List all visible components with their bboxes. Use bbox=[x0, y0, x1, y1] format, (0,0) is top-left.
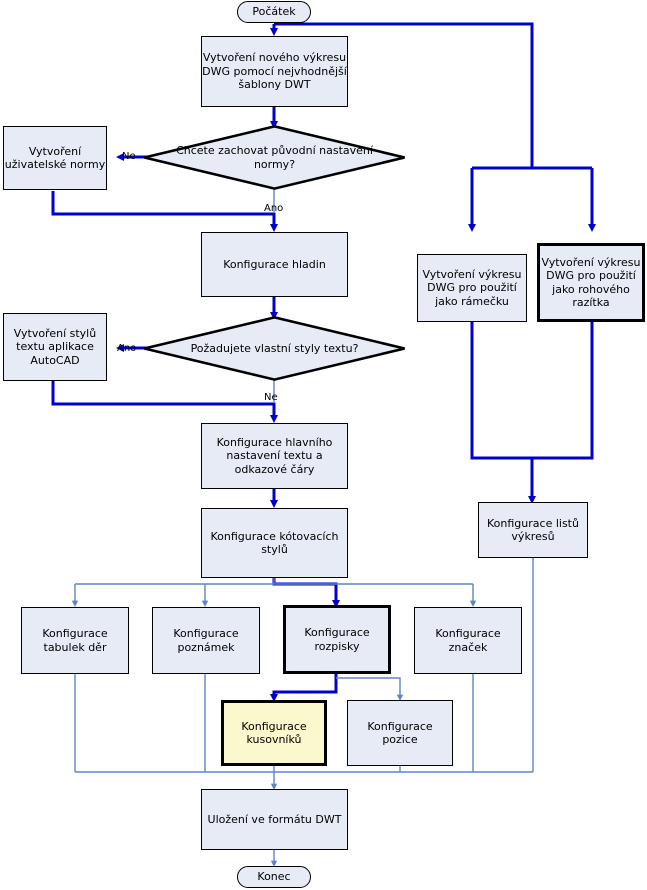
node-balloons-label: Konfigurace pozice bbox=[367, 719, 433, 747]
node-dim-styles-label: Konfigurace kótovacích stylů bbox=[210, 529, 339, 557]
node-autocad-text-styles[interactable]: Vytvoření stylů textu aplikace AutoCAD bbox=[3, 313, 107, 381]
node-sheets[interactable]: Konfigurace listů výkresů bbox=[478, 502, 588, 558]
node-create-dwg[interactable]: Vytvoření nového výkresu DWG pomocí nejv… bbox=[201, 36, 348, 107]
node-symbols-label: Konfigurace značek bbox=[435, 627, 501, 654]
node-decision-text-styles-label: Požadujete vlastní styly textu? bbox=[190, 341, 359, 355]
edge-label-text-no: Ne bbox=[264, 392, 278, 403]
node-balloons[interactable]: Konfigurace pozice bbox=[347, 700, 453, 766]
node-symbols[interactable]: Konfigurace značek bbox=[414, 607, 522, 674]
node-end[interactable]: Konec bbox=[237, 866, 311, 888]
edge-label-text-yes: Ano bbox=[117, 343, 137, 354]
node-frame-dwg[interactable]: Vytvoření výkresu DWG pro použití jako r… bbox=[417, 254, 527, 322]
node-main-text-label: Konfigurace hlavního nastavení textu a o… bbox=[216, 435, 333, 476]
node-layers[interactable]: Konfigurace hladin bbox=[201, 232, 348, 297]
node-autocad-text-styles-label: Vytvoření stylů textu aplikace AutoCAD bbox=[13, 326, 97, 367]
node-user-norms-label: Vytvoření uživatelské normy bbox=[4, 144, 106, 172]
node-end-label: Konec bbox=[257, 870, 291, 884]
node-frame-dwg-label: Vytvoření výkresu DWG pro použití jako r… bbox=[422, 267, 522, 308]
node-stamp-dwg-label: Vytvoření výkresu DWG pro použití jako r… bbox=[541, 255, 641, 310]
node-decision-norms[interactable]: Chcete zachovat původní nastavení normy? bbox=[143, 125, 406, 190]
node-save-dwt[interactable]: Uložení ve formátu DWT bbox=[201, 789, 348, 850]
edge-label-norms-yes: Ano bbox=[264, 203, 284, 214]
node-sheets-label: Konfigurace listů výkresů bbox=[487, 516, 579, 544]
node-hole-tables-label: Konfigurace tabulek děr bbox=[42, 627, 108, 654]
node-dim-styles[interactable]: Konfigurace kótovacích stylů bbox=[201, 508, 348, 578]
node-create-dwg-label: Vytvoření nového výkresu DWG pomocí nejv… bbox=[202, 51, 347, 92]
node-bom[interactable]: Konfigurace kusovníků bbox=[221, 700, 327, 766]
node-user-norms[interactable]: Vytvoření uživatelské normy bbox=[3, 126, 107, 190]
node-parts-list-label: Konfigurace rozpisky bbox=[304, 626, 370, 653]
node-bom-label: Konfigurace kusovníků bbox=[241, 719, 307, 747]
node-notes[interactable]: Konfigurace poznámek bbox=[152, 607, 260, 674]
edge-label-norms-no: Ne bbox=[122, 151, 136, 162]
node-decision-norms-label: Chcete zachovat původní nastavení normy? bbox=[176, 144, 373, 171]
node-layers-label: Konfigurace hladin bbox=[223, 257, 326, 271]
node-hole-tables[interactable]: Konfigurace tabulek děr bbox=[21, 607, 129, 674]
decision-diamond-shape bbox=[144, 316, 405, 381]
node-save-dwt-label: Uložení ve formátu DWT bbox=[207, 812, 342, 826]
node-parts-list[interactable]: Konfigurace rozpisky bbox=[283, 605, 391, 674]
node-decision-text-styles[interactable]: Požadujete vlastní styly textu? bbox=[143, 316, 406, 381]
node-main-text[interactable]: Konfigurace hlavního nastavení textu a o… bbox=[201, 423, 348, 489]
node-stamp-dwg[interactable]: Vytvoření výkresu DWG pro použití jako r… bbox=[537, 243, 645, 322]
node-start[interactable]: Počátek bbox=[237, 1, 311, 23]
node-start-label: Počátek bbox=[252, 5, 296, 19]
node-notes-label: Konfigurace poznámek bbox=[173, 627, 239, 654]
